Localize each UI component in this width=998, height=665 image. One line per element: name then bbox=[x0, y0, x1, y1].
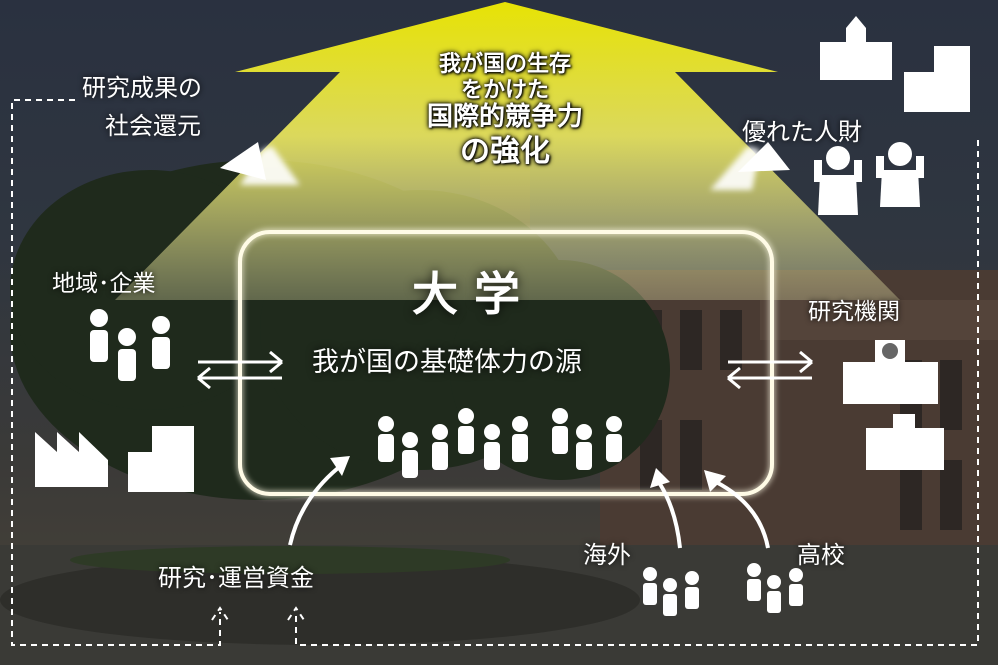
arrow-text-line-3: 国際的競争力 bbox=[426, 102, 583, 132]
factory-icon bbox=[35, 426, 194, 492]
region-people-icon bbox=[90, 309, 170, 381]
university-subtitle: 我が国の基礎体力の源 bbox=[312, 347, 582, 378]
big-upward-arrow bbox=[115, 2, 900, 300]
social-return-label-1: 研究成果の bbox=[82, 74, 202, 102]
building-icon-top bbox=[820, 16, 970, 112]
overseas-people-icon bbox=[643, 567, 699, 616]
social-return-label-2: 社会還元 bbox=[105, 112, 201, 140]
high-school-arrow bbox=[704, 470, 770, 549]
exchange-arrows-right bbox=[727, 350, 813, 390]
arrow-to-talent bbox=[710, 146, 760, 190]
university-people-icon bbox=[378, 408, 622, 478]
funding-arrow bbox=[288, 456, 350, 546]
arrow-text-line-4: の強化 bbox=[460, 134, 550, 169]
university-title: 大学 bbox=[412, 267, 536, 321]
high-school-label: 高校 bbox=[797, 541, 845, 569]
dashed-feedback-left bbox=[11, 99, 229, 646]
ground bbox=[0, 545, 998, 665]
research-institution-label: 研究機関 bbox=[808, 299, 900, 325]
funding-label: 研究･運営資金 bbox=[158, 564, 314, 592]
talent-people-icon bbox=[814, 142, 924, 215]
exchange-arrows-left bbox=[197, 350, 283, 390]
overseas-arrow bbox=[650, 468, 682, 549]
talent-label: 優れた人財 bbox=[742, 118, 862, 146]
high-school-people-icon bbox=[747, 563, 803, 613]
research-institution-icon bbox=[843, 340, 944, 470]
region-industry-label: 地域･企業 bbox=[52, 271, 156, 297]
arrow-text-line-1: 我が国の生存 bbox=[438, 52, 571, 77]
arrow-to-talent-head bbox=[738, 142, 790, 172]
arrow-text-line-2: をかけた bbox=[460, 78, 549, 103]
overseas-label: 海外 bbox=[583, 541, 631, 569]
arrow-to-social-return-head bbox=[220, 142, 266, 180]
dashed-feedback-right bbox=[287, 140, 979, 646]
